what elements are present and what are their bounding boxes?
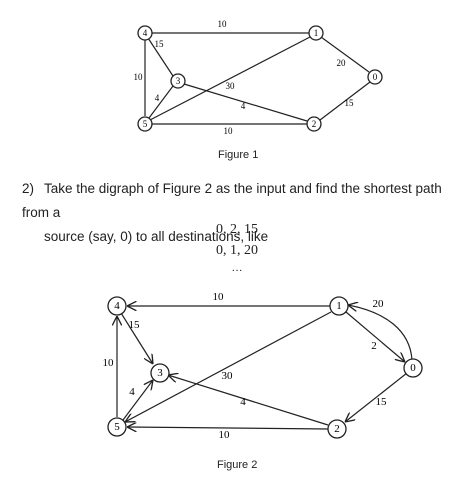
svg-text:3: 3 [157, 367, 163, 379]
fig2-weight-0-2: 15 [376, 396, 388, 408]
fig2-node-2: 2 [327, 419, 347, 439]
svg-text:1: 1 [336, 300, 342, 312]
fig2-edge-5-3 [122, 380, 153, 421]
fig1-weight-5-3: 4 [155, 93, 160, 103]
fig1-edge-3-2 [183, 83, 308, 122]
question-line-2: source (say, 0) to all destinations, lik… [44, 229, 269, 244]
fig1-weight-3-2: 4 [241, 101, 246, 111]
svg-text:3: 3 [176, 76, 181, 86]
figure-1: 10 15 10 4 4 30 10 20 15 4 1 3 0 5 [134, 19, 383, 136]
fig1-weight-5-1: 30 [226, 81, 236, 91]
fig1-node-0: 0 [367, 69, 383, 85]
svg-text:0: 0 [373, 72, 378, 82]
example-path-1: 0, 2, 15 [216, 222, 258, 237]
question-line-1: Take the digraph of Figure 2 as the inpu… [22, 181, 442, 220]
example-ellipsis: … [231, 262, 243, 274]
fig1-weight-4-5: 10 [134, 72, 144, 82]
fig1-edge-4-3 [147, 37, 174, 77]
question-number: 2) [22, 181, 35, 196]
fig1-edge-5-3 [148, 85, 174, 119]
svg-text:2: 2 [312, 119, 317, 129]
fig1-edge-0-2 [319, 81, 371, 121]
svg-text:2: 2 [334, 423, 340, 435]
fig1-weight-1-0: 20 [337, 58, 347, 68]
svg-text:0: 0 [410, 362, 416, 374]
fig2-edge-2-5 [127, 427, 329, 429]
fig1-node-1: 1 [308, 25, 324, 41]
fig1-edge-1-0 [320, 36, 370, 73]
fig1-weight-0-2: 15 [345, 98, 355, 108]
figure-1-caption: Figure 1 [218, 149, 259, 161]
fig1-weight-5-2: 10 [224, 126, 234, 136]
fig2-edge-4-3 [120, 312, 153, 364]
fig1-edge-5-1 [149, 36, 311, 121]
svg-text:4: 4 [114, 300, 120, 312]
fig1-node-3: 3 [170, 73, 186, 89]
fig2-node-3: 3 [150, 363, 170, 383]
fig2-edge-0-1 [348, 305, 413, 361]
fig2-weight-0-1: 20 [373, 298, 385, 310]
fig2-weight-1-0: 2 [371, 340, 377, 352]
fig2-edge-2-3 [168, 375, 329, 426]
figure-2-caption: Figure 2 [217, 459, 258, 471]
question-text: 2)Take the digraph of Figure 2 as the in… [22, 177, 462, 249]
fig1-weight-4-1: 10 [218, 19, 228, 29]
fig2-weight-5-4: 10 [103, 357, 115, 369]
fig2-node-1: 1 [329, 296, 349, 316]
fig2-weight-2-3: 4 [240, 396, 246, 408]
fig2-node-5: 5 [107, 417, 127, 437]
fig2-node-0: 0 [403, 358, 423, 378]
fig2-weight-1-5: 30 [222, 370, 234, 382]
fig1-node-2: 2 [306, 116, 322, 132]
figure-2: 10 15 10 4 4 30 10 20 2 15 4 1 3 0 5 [103, 291, 423, 441]
fig2-weight-4-3: 15 [129, 319, 141, 331]
fig2-edge-1-0 [345, 311, 405, 362]
fig2-weight-1-4: 10 [213, 291, 225, 303]
fig2-node-4: 4 [107, 296, 127, 316]
svg-text:4: 4 [143, 28, 148, 38]
fig2-edge-1-5 [125, 311, 332, 422]
fig1-node-4: 4 [137, 25, 153, 41]
svg-text:5: 5 [143, 119, 148, 129]
fig1-node-5: 5 [137, 116, 153, 132]
fig2-weight-2-5: 10 [219, 429, 231, 441]
fig2-edge-0-2 [345, 372, 408, 422]
fig1-weight-4-3: 15 [155, 39, 165, 49]
fig2-weight-5-3: 4 [129, 386, 135, 398]
example-path-2: 0, 1, 20 [216, 243, 258, 258]
svg-text:1: 1 [314, 28, 319, 38]
svg-text:5: 5 [114, 421, 120, 433]
